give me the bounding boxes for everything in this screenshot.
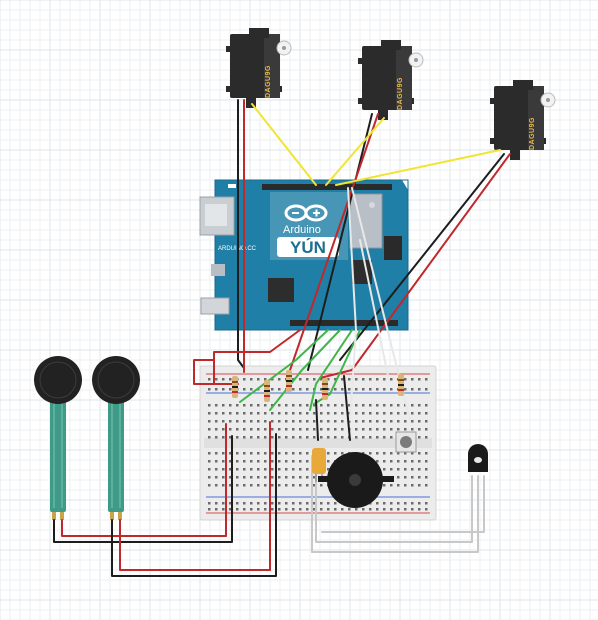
servo-motor-2: DAGU9G bbox=[358, 40, 424, 120]
pushbutton-icon bbox=[395, 431, 417, 453]
usb-port bbox=[200, 297, 230, 315]
temperature-sensor-icon bbox=[468, 444, 488, 472]
wires bbox=[53, 99, 511, 577]
board-model: YÚN bbox=[290, 238, 326, 257]
resistor bbox=[322, 378, 328, 400]
buzzer-icon bbox=[318, 452, 394, 508]
force-sensor bbox=[92, 356, 140, 520]
resistor bbox=[286, 370, 292, 392]
servo-motor-3: DAGU9G bbox=[490, 80, 556, 160]
microcontroller-chip bbox=[268, 278, 294, 302]
infinity-logo-icon bbox=[284, 204, 328, 222]
resistor bbox=[232, 376, 238, 398]
resistor bbox=[398, 374, 404, 396]
servo-label: DAGU9G bbox=[397, 77, 404, 110]
resistor bbox=[264, 380, 270, 402]
servo-label: DAGU9G bbox=[529, 117, 536, 150]
arduino-yun-board: Arduino YÚN ARDUINO.CC bbox=[199, 179, 409, 331]
micro-usb-port bbox=[211, 264, 225, 276]
servo-label: DAGU9G bbox=[265, 65, 272, 98]
force-sensor bbox=[34, 356, 82, 520]
board-brand: Arduino bbox=[283, 224, 321, 236]
servo-motor-1: DAGU9G bbox=[226, 28, 292, 108]
